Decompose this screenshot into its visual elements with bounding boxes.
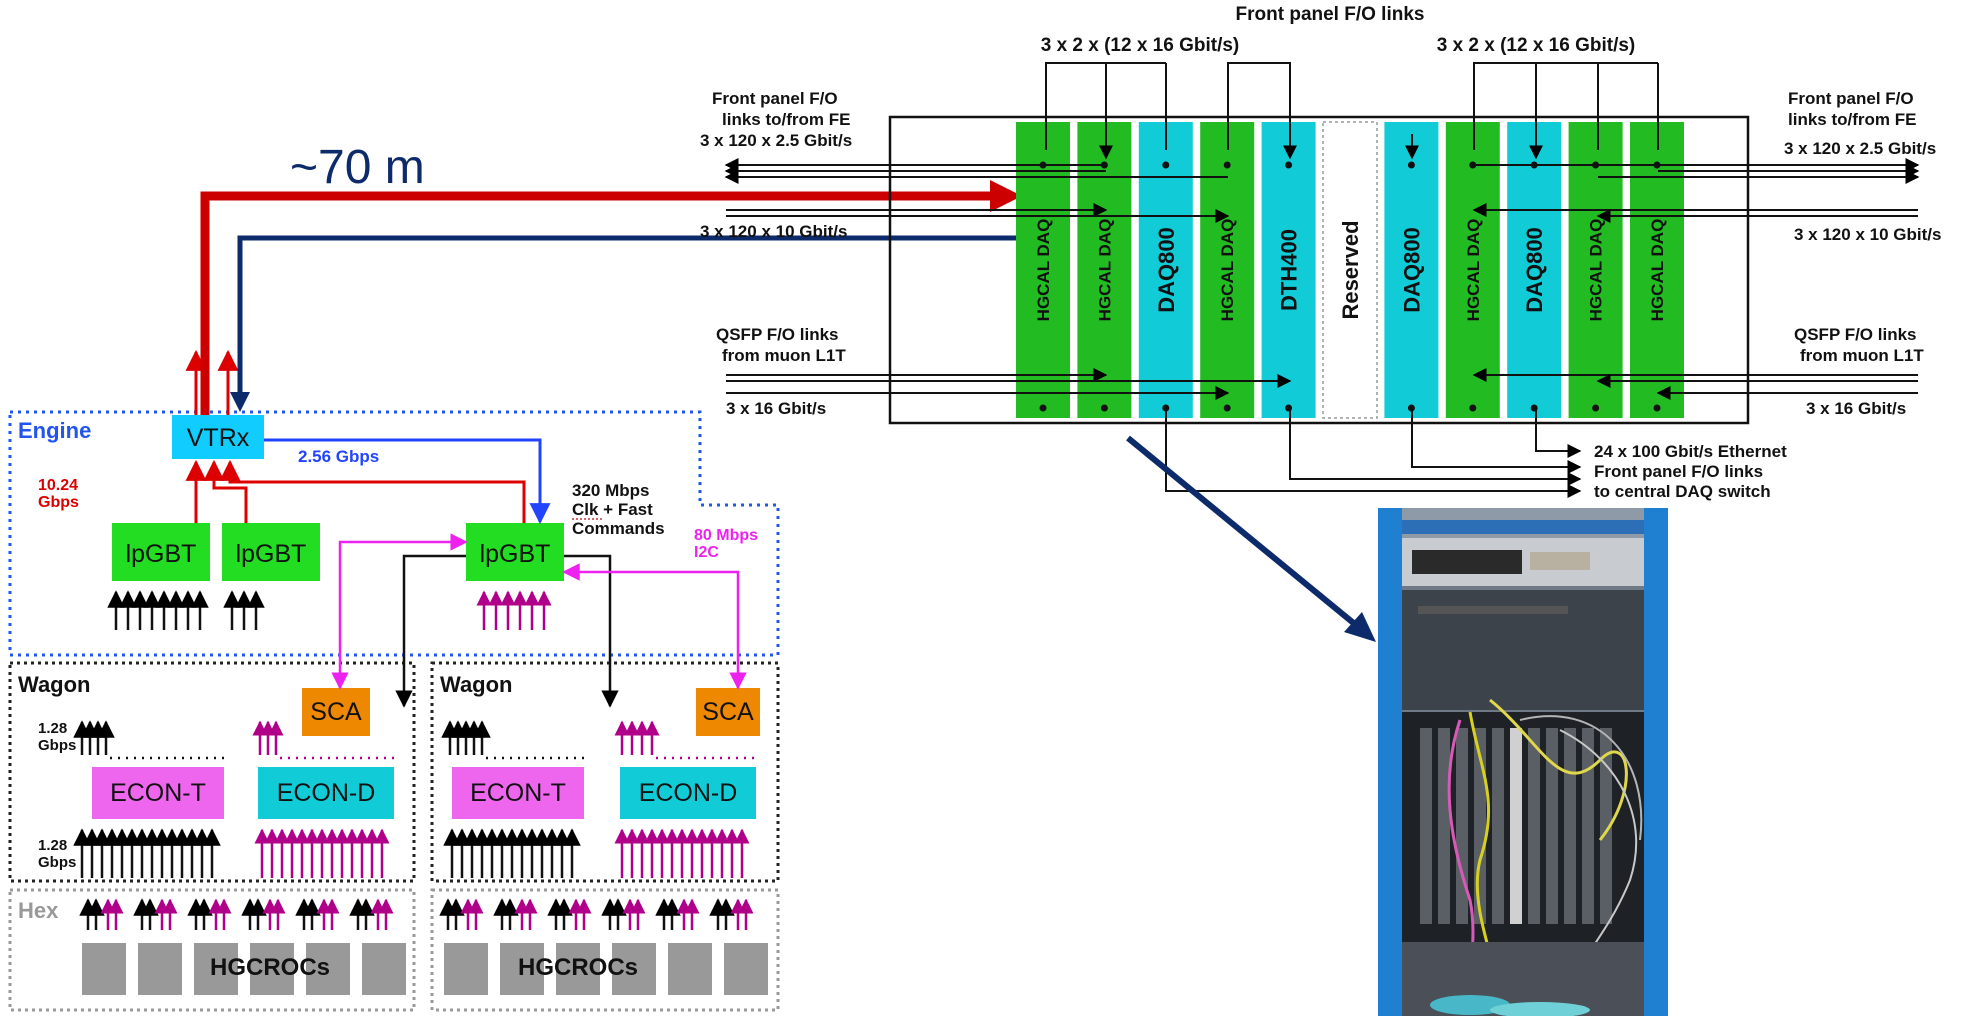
sca-label-1: SCA: [310, 698, 362, 726]
econ-t-label-2: ECON-T: [470, 779, 566, 807]
econ-d-label-2: ECON-D: [639, 779, 738, 807]
board-port-dot: [1285, 405, 1292, 412]
hgcrocs-label-2: HGCROCs: [518, 954, 638, 981]
out-label-1: 24 x 100 Gbit/s Ethernet: [1594, 442, 1787, 461]
board-label-8: HGCAL DAQ: [1464, 219, 1483, 322]
wagon-rate-top-2: Gbps: [38, 737, 76, 754]
board-label-2: HGCAL DAQ: [1095, 219, 1114, 322]
left-fe-2: links to/from FE: [722, 110, 850, 129]
rate-2-56: 2.56 Gbps: [298, 447, 379, 466]
left-10g: 3 x 120 x 10 Gbit/s: [700, 222, 847, 241]
board-port-dot: [1224, 162, 1231, 169]
board-port-dot: [1285, 162, 1292, 169]
i2c-label-1: 80 Mbps: [694, 527, 758, 544]
cmd-label-2: Clk + Fast: [572, 500, 653, 519]
board-label-4: HGCAL DAQ: [1218, 219, 1237, 322]
board-port-dot: [1224, 405, 1231, 412]
hgcroc-chips: [82, 943, 768, 995]
rack-photo: [1378, 508, 1668, 1016]
board-port-dot: [1101, 405, 1108, 412]
wagon-rate-bot-1: 1.28: [38, 837, 67, 854]
photo-pointer-arrow: [1128, 438, 1362, 630]
left-qsfp-1: QSFP F/O links: [716, 325, 839, 344]
top-right-rate: 3 x 2 x (12 x 16 Gbit/s): [1437, 35, 1636, 56]
lpgbt-input-arrows: [116, 592, 544, 630]
right-16g: 3 x 16 Gbit/s: [1806, 399, 1906, 418]
wagon-title-2: Wagon: [440, 672, 513, 697]
top-left-rate: 3 x 2 x (12 x 16 Gbit/s): [1041, 35, 1240, 56]
wagon-title-1: Wagon: [18, 672, 91, 697]
board-label-3: DAQ800: [1154, 227, 1179, 313]
right-10g: 3 x 120 x 10 Gbit/s: [1794, 225, 1941, 244]
board-port-dot: [1592, 405, 1599, 412]
board-port-dot: [1408, 162, 1415, 169]
long-navy-arrowhead: [230, 392, 250, 412]
right-qsfp-2: from muon L1T: [1800, 346, 1924, 365]
econ-t-label-1: ECON-T: [110, 779, 206, 807]
board-port-dot: [1654, 405, 1661, 412]
board-port-dot: [1469, 405, 1476, 412]
lpgbt-label-2: lpGBT: [236, 540, 307, 568]
hgcrocs-label-1: HGCROCs: [210, 954, 330, 981]
crate-boards: HGCAL DAQ HGCAL DAQ DAQ800 HGCAL DAQ DTH400 R…: [1016, 122, 1684, 418]
i2c-label-2: I2C: [694, 544, 719, 561]
right-qsfp-1: QSFP F/O links: [1794, 325, 1917, 344]
board-label-5: DTH400: [1277, 229, 1302, 311]
board-label-1: HGCAL DAQ: [1034, 219, 1053, 322]
left-qsfp-2: from muon L1T: [722, 346, 846, 365]
top-title: Front panel F/O links: [1236, 4, 1425, 25]
long-navy-link: [240, 238, 1035, 395]
out-label-2: Front panel F/O links: [1594, 462, 1763, 481]
right-fe-1: Front panel F/O: [1788, 89, 1914, 108]
board-label-6: Reserved: [1338, 220, 1363, 319]
lpgbt-label-3: lpGBT: [480, 540, 551, 568]
board-label-9: DAQ800: [1522, 227, 1547, 313]
rate-10-24-b: Gbps: [38, 494, 79, 511]
engine-title: Engine: [18, 418, 91, 443]
out-label-3: to central DAQ switch: [1594, 482, 1771, 501]
lpgbt-label-1: lpGBT: [126, 540, 197, 568]
left-fe-3: 3 x 120 x 2.5 Gbit/s: [700, 131, 852, 150]
bottom-output-lines: [1166, 408, 1580, 491]
left-16g: 3 x 16 Gbit/s: [726, 399, 826, 418]
econ-d-label-1: ECON-D: [277, 779, 376, 807]
board-port-dot: [1162, 162, 1169, 169]
rate-10-24-a: 10.24: [38, 477, 78, 494]
wagon-rate-top-1: 1.28: [38, 720, 67, 737]
distance-label: ~70 m: [290, 141, 425, 194]
hex-arrows: [88, 900, 746, 930]
wagon-rate-bot-2: Gbps: [38, 854, 76, 871]
right-fe-2: links to/from FE: [1788, 110, 1916, 129]
board-label-10: HGCAL DAQ: [1587, 219, 1606, 322]
right-fe-3: 3 x 120 x 2.5 Gbit/s: [1784, 139, 1936, 158]
cmd-label-3: Commands: [572, 519, 665, 538]
hex-title: Hex: [18, 898, 59, 923]
long-red-link: [205, 196, 990, 415]
left-fe-1: Front panel F/O: [712, 89, 838, 108]
cmd-label-1: 320 Mbps: [572, 481, 649, 500]
board-label-7: DAQ800: [1399, 227, 1424, 313]
board-label-11: HGCAL DAQ: [1648, 219, 1667, 322]
sca-label-2: SCA: [702, 698, 754, 726]
board-port-dot: [1040, 405, 1047, 412]
vtrx-label: VTRx: [187, 424, 250, 452]
